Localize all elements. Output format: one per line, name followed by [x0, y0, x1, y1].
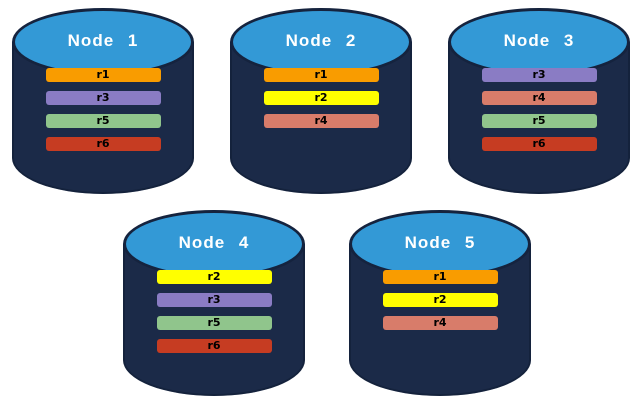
replica-bar-r3: r3 [45, 91, 161, 105]
cylinder-top: Node 1 [12, 8, 194, 76]
replica-label: r4 [433, 316, 447, 329]
node-row-bottom: Node 4 r2 r3 r5 r6 Node 5 r1 r2 r4 [123, 210, 531, 396]
replica-bar-r4: r4 [481, 91, 597, 105]
replica-bar-r2: r2 [263, 91, 379, 105]
node-title: Node 1 [67, 31, 139, 50]
replica-bar-r5: r5 [45, 114, 161, 128]
db-node: Node 3 r3 r4 r5 r6 [448, 8, 630, 194]
replica-bar-r4: r4 [382, 316, 498, 330]
replica-label: r2 [433, 293, 447, 306]
db-node: Node 4 r2 r3 r5 r6 [123, 210, 305, 396]
replica-bar-r2: r2 [156, 270, 272, 284]
node-title: Node 4 [178, 233, 250, 252]
replica-label: r5 [96, 114, 110, 127]
replica-list: r3 r4 r5 r6 [448, 68, 630, 151]
db-node: Node 5 r1 r2 r4 [349, 210, 531, 396]
replica-label: r4 [532, 91, 546, 104]
replica-label: r1 [96, 68, 110, 81]
replica-list: r2 r3 r5 r6 [123, 270, 305, 353]
node-title: Node 5 [404, 233, 476, 252]
replica-list: r1 r2 r4 [349, 270, 531, 330]
replica-bar-r6: r6 [45, 137, 161, 151]
cylinder-top: Node 4 [123, 210, 305, 278]
replica-label: r2 [207, 270, 221, 283]
replica-bar-r2: r2 [382, 293, 498, 307]
replica-bar-r5: r5 [481, 114, 597, 128]
replica-label: r3 [207, 293, 221, 306]
replica-label: r2 [314, 91, 328, 104]
replica-label: r1 [433, 270, 447, 283]
replica-label: r1 [314, 68, 328, 81]
replica-bar-r1: r1 [45, 68, 161, 82]
cylinder-top: Node 2 [230, 8, 412, 76]
cylinder-top: Node 3 [448, 8, 630, 76]
replica-bar-r1: r1 [382, 270, 498, 284]
replica-bar-r4: r4 [263, 114, 379, 128]
replica-list: r1 r2 r4 [230, 68, 412, 128]
replica-label: r4 [314, 114, 328, 127]
replica-bar-r3: r3 [156, 293, 272, 307]
node-title: Node 2 [285, 31, 357, 50]
replica-label: r3 [532, 68, 546, 81]
replica-bar-r5: r5 [156, 316, 272, 330]
replica-label: r6 [207, 339, 221, 352]
db-node: Node 1 r1 r3 r5 r6 [12, 8, 194, 194]
replica-label: r6 [532, 137, 546, 150]
replica-label: r3 [96, 91, 110, 104]
replica-label: r5 [207, 316, 221, 329]
replica-label: r6 [96, 137, 110, 150]
cylinder-top: Node 5 [349, 210, 531, 278]
replica-list: r1 r3 r5 r6 [12, 68, 194, 151]
node-title: Node 3 [503, 31, 575, 50]
replica-bar-r6: r6 [156, 339, 272, 353]
replica-bar-r1: r1 [263, 68, 379, 82]
replica-label: r5 [532, 114, 546, 127]
db-node: Node 2 r1 r2 r4 [230, 8, 412, 194]
replica-bar-r6: r6 [481, 137, 597, 151]
replica-bar-r3: r3 [481, 68, 597, 82]
